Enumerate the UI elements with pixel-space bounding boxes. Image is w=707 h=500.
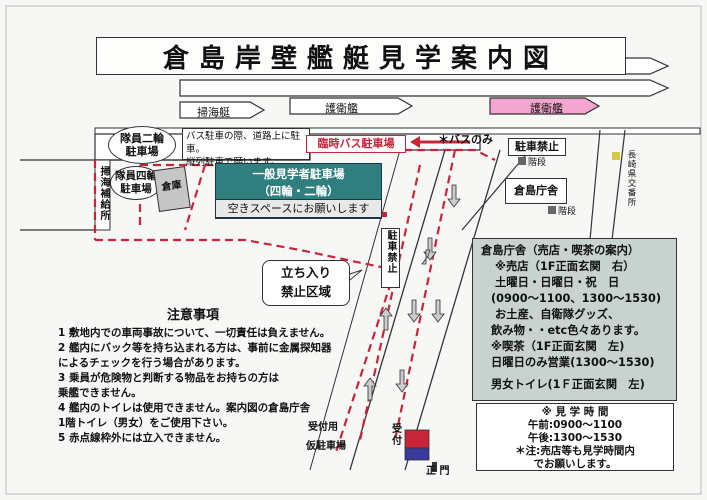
bus-note: バス駐車の際、道路上に駐車。 縦列駐車で願います。 [182, 128, 310, 168]
escort-ship-shape-1 [289, 97, 414, 115]
no-entry-callout: 立ち入り 禁止区域 [262, 260, 350, 306]
ship-row-2 [179, 79, 670, 97]
no-parking-vertical: 駐車禁止 [381, 228, 400, 288]
reception-char-1: 受 [392, 424, 402, 435]
page-title: 倉島岸壁艦艇見学案内図 [96, 37, 626, 75]
stairs-label-2: 階段 [558, 207, 577, 217]
public-parking-line3: 空きスペースにお願いします [215, 199, 382, 218]
hours-note-2: でお願いします。 [533, 458, 617, 470]
temp-bus-parking: 臨時バス駐車場 [306, 135, 406, 153]
office-info-line: ※売店（1F正面玄関 右） [495, 260, 635, 273]
no-entry-line2: 禁止区域 [280, 284, 331, 299]
visiting-hours-panel: ※ 見 学 時 間 午前:0900～1100 午後:1300～1530 ＊注:売… [476, 403, 674, 471]
note-item: 4 艦内のトイレは使用できません。案内図の倉島庁舎 [58, 402, 311, 414]
minesweeper-depot: 掃海補給所 [98, 166, 109, 221]
road-sign: 長崎県交番所 [626, 150, 636, 207]
hours-am: 午前:0900～1100 [527, 419, 623, 431]
stairs-label-1: 階段 [528, 158, 547, 168]
public-parking-line2: （四輪・二輪） [258, 184, 339, 198]
hours-heading: ※ 見 学 時 間 [541, 406, 609, 418]
bus-only-label: ＊バスのみ [438, 133, 493, 146]
kurashima-office-building: 倉島庁舎 [505, 178, 567, 204]
office-info-line: 土曜日・日曜日・祝 日 [495, 276, 620, 289]
escort-ship-shape-2 [489, 97, 601, 115]
reception-label: 受 付 [392, 424, 402, 448]
hours-note-1: ＊注:売店等も見学時間内 [515, 445, 635, 457]
office-info-line: (0900～1100、1300～1530) [491, 292, 661, 305]
no-parking-sign: 駐車禁止 [508, 138, 566, 156]
main-gate-label: 正 門 [426, 466, 450, 477]
stairs-marker-2 [548, 206, 556, 214]
office-info-line: 日曜日のみ営業(1300～1530) [491, 356, 655, 369]
crew-car-parking: 隊員四輪 駐車場 [110, 166, 162, 200]
reception-char-2: 付 [392, 436, 402, 447]
note-item: 3 乗員が危険物と判断する物品をお持ちの方は [58, 372, 279, 384]
note-item: 乗艦できません。 [58, 387, 142, 399]
note-item: 1 敷地内での車両事故について、一切責任は負えません。 [58, 327, 331, 339]
office-info-panel: 倉島庁舎（売店・喫茶の案内） ※売店（1F正面玄関 右） 土曜日・日曜日・祝 日… [472, 238, 677, 401]
hours-pm: 午後:1300～1530 [527, 432, 623, 444]
office-info-line: ※喫茶（1F正面玄関 左) [491, 340, 625, 353]
stairs-marker-1 [518, 157, 526, 165]
no-entry-line1: 立ち入り [280, 265, 331, 280]
office-info-line: 飲み物・・etc色々あります。 [491, 324, 646, 337]
minesweeper-ship-shape [179, 101, 266, 119]
note-item: 2 艦内にバック等を持ち込まれる方は、事前に金属探知器 [58, 342, 332, 354]
office-info-line: 倉島庁舎（売店・喫茶の案内） [481, 244, 640, 257]
reception-red [404, 429, 430, 449]
notes-section: 注意事項 1 敷地内での車両事故について、一切責任は負えません。 2 艦内にバッ… [58, 304, 358, 446]
ship-escort-label-2: 護衛艦 [530, 102, 563, 115]
crew-bike-parking: 隊員二輪 駐車場 [108, 126, 176, 164]
road-sign-marker [612, 152, 620, 160]
ship-minesweeper-label: 掃海艇 [197, 106, 230, 119]
flow-arrows [363, 184, 461, 401]
note-item: によるチェックを行う場合があります。 [58, 357, 246, 369]
office-info-line: お土産、自衛隊グッズ、 [495, 308, 620, 321]
temp-parking-label: 仮駐車場 [306, 441, 346, 452]
reception-blue [404, 447, 430, 461]
note-item: 5 赤点線枠外には立入できません。 [58, 432, 227, 444]
ship-escort-label-1: 護衛艦 [325, 102, 358, 115]
notes-heading: 注意事項 [166, 308, 219, 323]
page-border [5, 5, 702, 495]
public-parking-line1: 一般見学者駐車場 [252, 167, 345, 181]
note-item: 1階トイレ（男女）をご使用下さい。 [58, 417, 234, 429]
reception-parking-label: 受付用 [308, 422, 338, 433]
warehouse: 倉庫 [153, 165, 191, 213]
office-info-line: 男女トイレ(1Ｆ正面玄関 左) [491, 378, 645, 391]
